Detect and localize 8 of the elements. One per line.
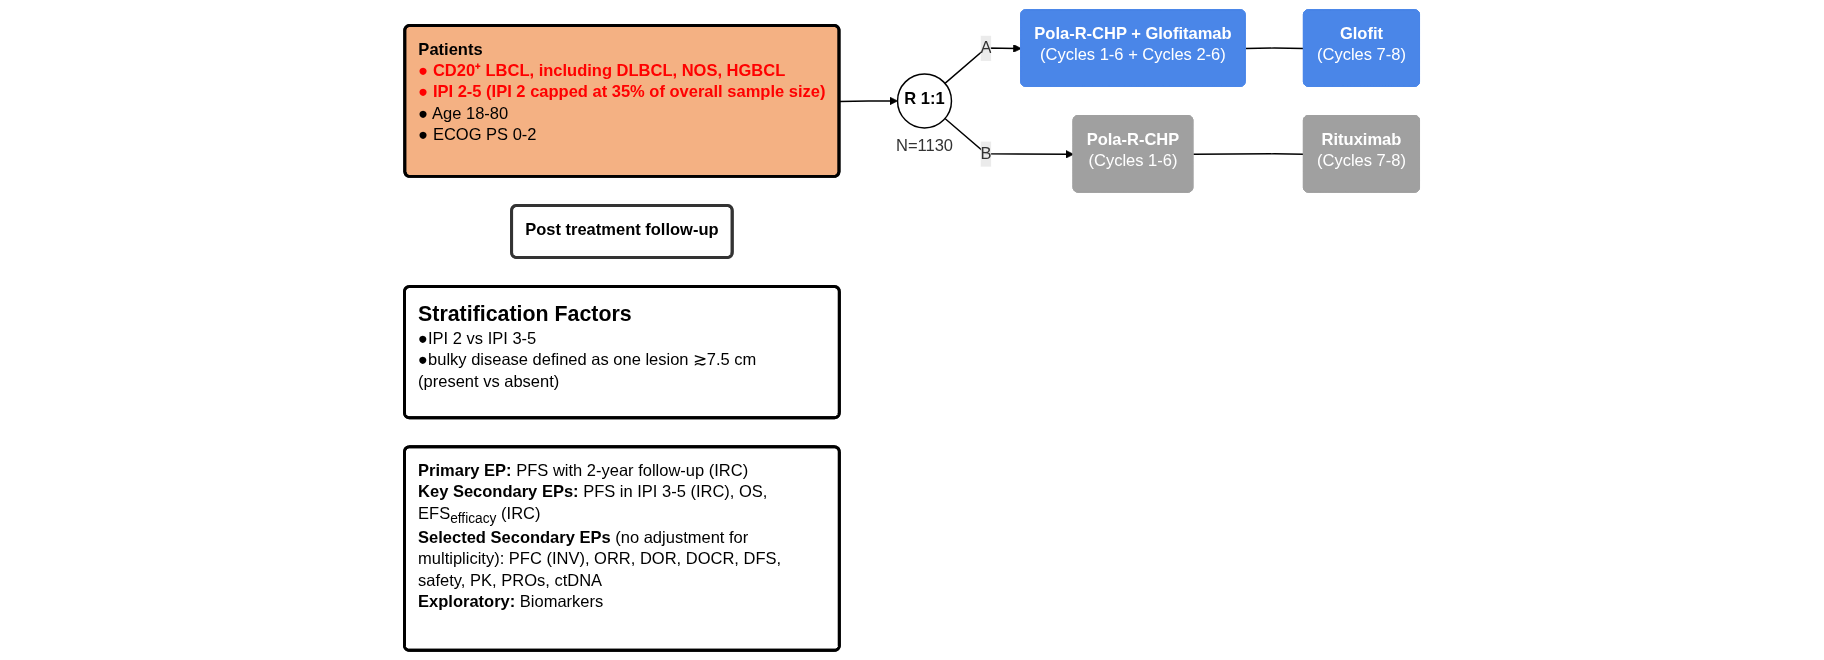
connector xyxy=(1192,153,1305,156)
arrow xyxy=(944,44,1022,85)
edge-label: A xyxy=(980,38,992,58)
node-circle: R 1:1 xyxy=(896,73,953,129)
sample-size-label: N=1130 xyxy=(896,136,954,155)
edge-label: B xyxy=(980,144,992,163)
arrow xyxy=(944,117,1074,159)
connector xyxy=(1244,47,1305,50)
